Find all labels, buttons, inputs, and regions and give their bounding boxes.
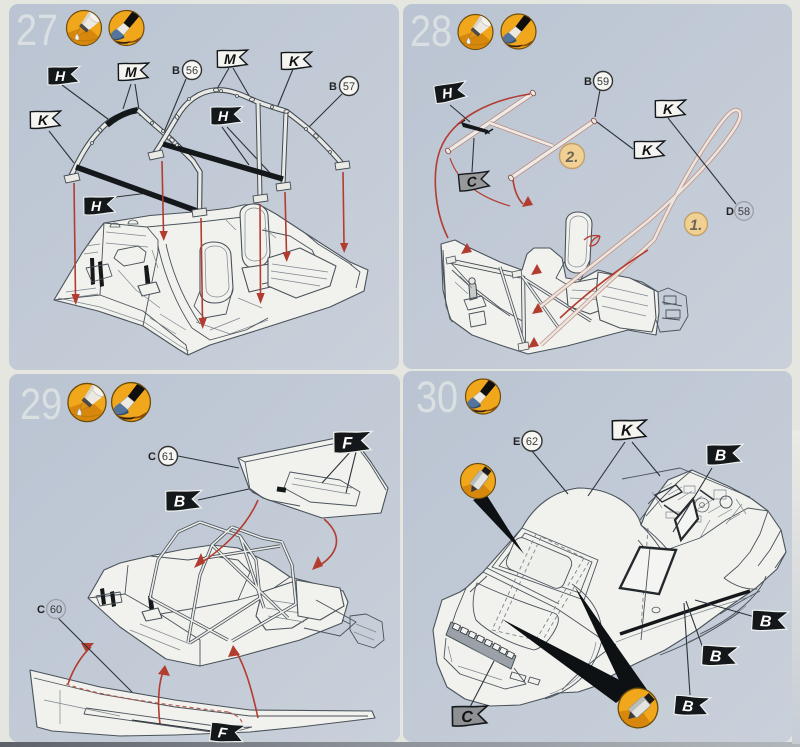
- svg-text:K: K: [289, 53, 300, 69]
- svg-text:B: B: [172, 65, 180, 77]
- svg-text:56: 56: [186, 65, 198, 77]
- svg-text:C: C: [148, 451, 156, 463]
- svg-text:H: H: [218, 108, 229, 124]
- svg-text:B: B: [682, 697, 695, 715]
- svg-text:C: C: [461, 707, 474, 725]
- svg-text:F: F: [342, 433, 353, 452]
- svg-text:57: 57: [343, 81, 355, 93]
- svg-text:M: M: [125, 64, 137, 80]
- svg-text:2.: 2.: [565, 149, 579, 166]
- svg-text:D: D: [726, 206, 734, 218]
- svg-text:30: 30: [416, 373, 458, 422]
- svg-text:F: F: [217, 724, 228, 742]
- svg-text:M: M: [224, 51, 236, 67]
- svg-text:H: H: [55, 68, 66, 84]
- svg-text:H: H: [91, 198, 102, 214]
- svg-text:B: B: [584, 76, 592, 88]
- svg-text:60: 60: [50, 604, 62, 616]
- svg-text:B: B: [715, 446, 726, 464]
- svg-text:B: B: [174, 492, 185, 510]
- svg-text:59: 59: [597, 76, 609, 88]
- svg-text:B: B: [329, 81, 337, 93]
- svg-text:K: K: [38, 112, 49, 128]
- svg-text:C: C: [37, 604, 45, 616]
- svg-text:58: 58: [738, 206, 750, 218]
- svg-text:K: K: [663, 101, 674, 117]
- svg-text:K: K: [621, 421, 633, 439]
- svg-text:C: C: [466, 173, 478, 190]
- svg-text:28: 28: [410, 7, 452, 56]
- svg-text:K: K: [642, 142, 653, 158]
- svg-text:B: B: [760, 611, 773, 630]
- svg-text:B: B: [710, 646, 723, 665]
- svg-text:62: 62: [526, 436, 538, 448]
- svg-text:27: 27: [16, 6, 58, 55]
- svg-text:61: 61: [162, 451, 174, 463]
- svg-text:1.: 1.: [690, 217, 703, 234]
- svg-text:H: H: [441, 84, 454, 101]
- svg-text:E: E: [513, 436, 520, 448]
- svg-text:29: 29: [20, 380, 62, 429]
